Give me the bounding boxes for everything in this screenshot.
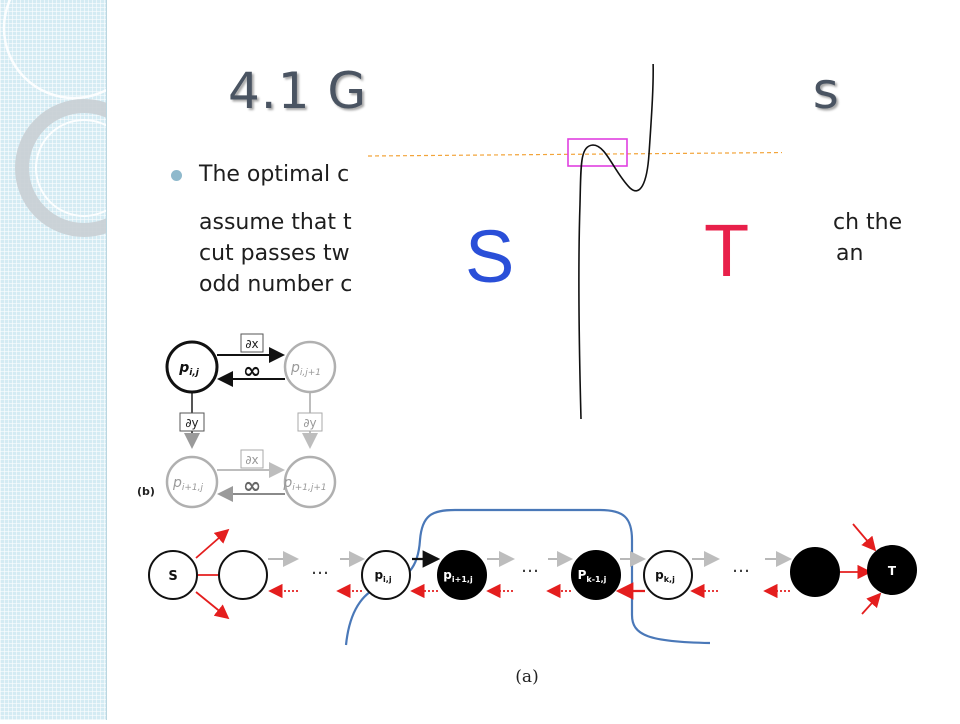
panel-label-a: (a) xyxy=(515,667,538,687)
sink-region-label: T xyxy=(704,209,750,292)
sidebar-background xyxy=(0,0,153,720)
red-arrow-s-down xyxy=(195,591,230,620)
edge-label-dy-right: ∂y xyxy=(303,416,316,430)
source-region-label: S xyxy=(465,215,515,298)
node-p-ij-label: pi,j xyxy=(374,568,391,584)
node-p-ij xyxy=(165,340,219,394)
node-p-ij1 xyxy=(283,340,337,394)
ellipsis-3: … xyxy=(732,556,750,577)
node-p-i1j-label: pi+1,j xyxy=(172,475,204,493)
node-p-kj xyxy=(643,550,693,600)
overlay-cut-figure: S T xyxy=(368,64,782,424)
bullet-dot xyxy=(171,170,182,181)
red-arrow-t-up xyxy=(852,523,877,552)
edge-label-box-dy-right xyxy=(297,412,323,432)
edge-label-dx-top: ∂x xyxy=(245,337,258,351)
node-p-kj-label: pk,j xyxy=(655,568,675,584)
ellipsis-2: … xyxy=(521,556,539,577)
diagram-a: … … … S pi,j pi+1,j Pk-1,j pk,j T (a) xyxy=(148,508,917,687)
node-s xyxy=(148,550,198,600)
body-line-1-left: assume that t xyxy=(199,210,352,235)
cut-curve xyxy=(578,64,654,420)
node-p-ij1-label: pi,j+1 xyxy=(290,360,321,378)
node-p-k1j xyxy=(571,550,621,600)
node-empty-white xyxy=(218,550,268,600)
body-line-3-left: odd number c xyxy=(199,272,353,297)
edge-label-dx-bottom: ∂x xyxy=(245,453,258,467)
highlight-box xyxy=(567,138,628,167)
node-p-i1j xyxy=(437,550,487,600)
body-line-2-left: cut passes tw xyxy=(199,241,350,266)
ellipsis-1: … xyxy=(311,558,329,579)
diagram-b: ∂x ∞ ∂y ∂y ∂x ∞ pi,j pi,j+1 pi+1,j pi+1,… xyxy=(137,333,337,509)
edge-label-inf-top: ∞ xyxy=(243,359,261,384)
slide-title-end: s xyxy=(812,62,840,120)
slide-title: 4.1 Gr s xyxy=(228,62,840,120)
node-p-i1j xyxy=(165,455,219,509)
bullet-text: The optimal c xyxy=(199,162,350,187)
node-p-ij xyxy=(361,550,411,600)
node-p-ij-label: pi,j xyxy=(178,360,200,378)
edge-label-box-dy-left xyxy=(179,412,205,432)
edge-label-box-dx-bottom xyxy=(240,449,264,469)
edge-label-box-dx-top xyxy=(240,333,264,353)
node-t xyxy=(867,545,917,595)
node-s-label: S xyxy=(168,569,177,584)
overlay-cut-drawing xyxy=(368,64,782,420)
panel-label-b: (b) xyxy=(137,485,155,498)
edge-label-inf-bottom: ∞ xyxy=(243,474,261,499)
node-p-i1j1-label: pi+1,j+1 xyxy=(282,475,326,493)
node-p-k1j-label: Pk-1,j xyxy=(578,568,607,584)
node-p-i1j-label: pi+1,j xyxy=(443,568,473,584)
node-empty-black xyxy=(790,547,840,597)
level-dashed-line xyxy=(368,151,782,157)
node-t-label: T xyxy=(888,564,897,578)
red-arrow-t-down xyxy=(861,592,882,615)
red-arrow-s-up xyxy=(195,528,230,559)
edge-label-dy-left: ∂y xyxy=(185,416,198,430)
slide-title-start: 4.1 Gr xyxy=(228,62,389,120)
body-line-2-right: an xyxy=(836,241,864,266)
body-line-1-right: ch the xyxy=(833,210,903,235)
node-p-i1j1 xyxy=(283,455,337,509)
